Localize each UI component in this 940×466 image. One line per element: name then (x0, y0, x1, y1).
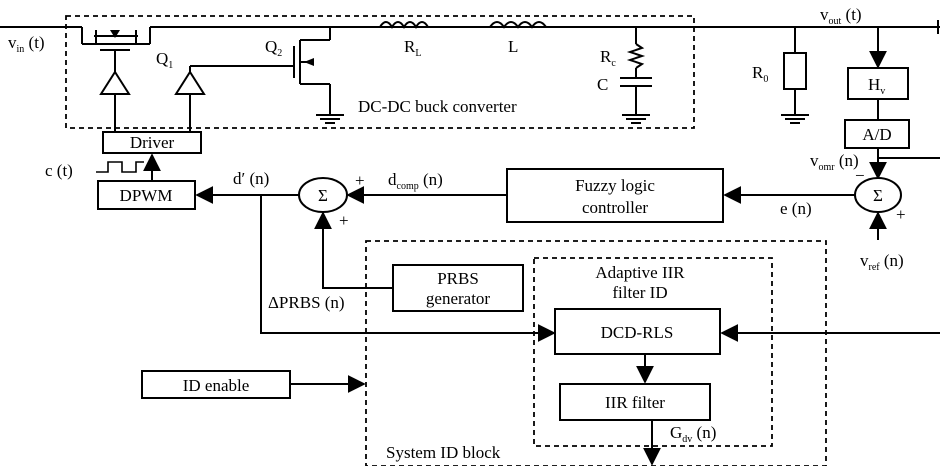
fuzzy-label-2: controller (582, 198, 648, 217)
driver-label: Driver (130, 133, 175, 152)
ct-pulse-icon (96, 161, 144, 173)
r0-branch (781, 27, 809, 124)
dpwm-label: DPWM (120, 186, 173, 205)
prbs-to-sum (314, 211, 393, 289)
plus-sign-left-bottom: + (339, 211, 349, 230)
q1-transistor (81, 27, 151, 66)
plus-sign-right: + (896, 205, 906, 224)
q1-label: Q1 (156, 49, 173, 71)
q2-transistor (280, 27, 331, 115)
filter-id-label-2: filter ID (612, 283, 667, 302)
converter-label: DC-DC buck converter (358, 97, 517, 116)
rl-resistor (379, 21, 429, 29)
iir-filter-label: IIR filter (605, 393, 665, 412)
ad-label: A/D (862, 125, 891, 144)
dprbs-label: ΔPRBS (n) (268, 293, 345, 312)
id-enable-block (141, 370, 291, 399)
dcd-rls-block (554, 308, 721, 355)
rc-label: Rc (600, 47, 616, 69)
ct-label: c (t) (45, 161, 73, 180)
error-sum-symbol: Σ (873, 186, 883, 205)
dcomp-label: dcomp (n) (388, 170, 443, 192)
id-enable-label: ID enable (183, 376, 250, 395)
vref-label: vref (n) (860, 251, 904, 273)
duty-sum-symbol: Σ (318, 186, 328, 205)
vin-label: vin (t) (8, 33, 45, 55)
inductor-l (489, 21, 547, 29)
prbs-label-2: generator (426, 289, 491, 308)
hv-block (847, 67, 909, 100)
minus-sign-right: − (855, 166, 865, 185)
c-label: C (597, 75, 608, 94)
plus-sign-left-top: + (355, 171, 365, 190)
en-label: e (n) (780, 199, 812, 218)
iir-filter-block (559, 383, 711, 421)
q2-buffer (174, 65, 280, 132)
q2-label: Q2 (265, 37, 282, 59)
dcd-rls-label: DCD-RLS (601, 323, 674, 342)
ground-q2 (316, 114, 344, 124)
gdv-label: Gdv (n) (670, 423, 716, 445)
driver-block (102, 131, 202, 154)
filter-id-label-1: Adaptive IIR (595, 263, 685, 282)
dprime-label: d′ (n) (233, 169, 269, 188)
rl-label: RL (404, 37, 421, 59)
r0-label: R0 (752, 63, 768, 85)
hv-label: Hv (868, 75, 885, 97)
prbs-label-1: PRBS (437, 269, 479, 288)
dprime-to-dcdrls (260, 195, 556, 342)
q1-buffer (99, 66, 131, 132)
vout-label: vout (t) (820, 5, 862, 27)
system-id-boundary (365, 240, 827, 466)
l-label: L (508, 37, 518, 56)
rc-c-branch (620, 27, 652, 124)
system-id-label: System ID block (386, 443, 501, 462)
fuzzy-label-1: Fuzzy logic (575, 176, 655, 195)
prbs-generator-block (392, 264, 524, 312)
dpwm-block (97, 180, 196, 210)
vomr-label: vomr (n) (810, 151, 859, 173)
converter-boundary (65, 15, 695, 129)
